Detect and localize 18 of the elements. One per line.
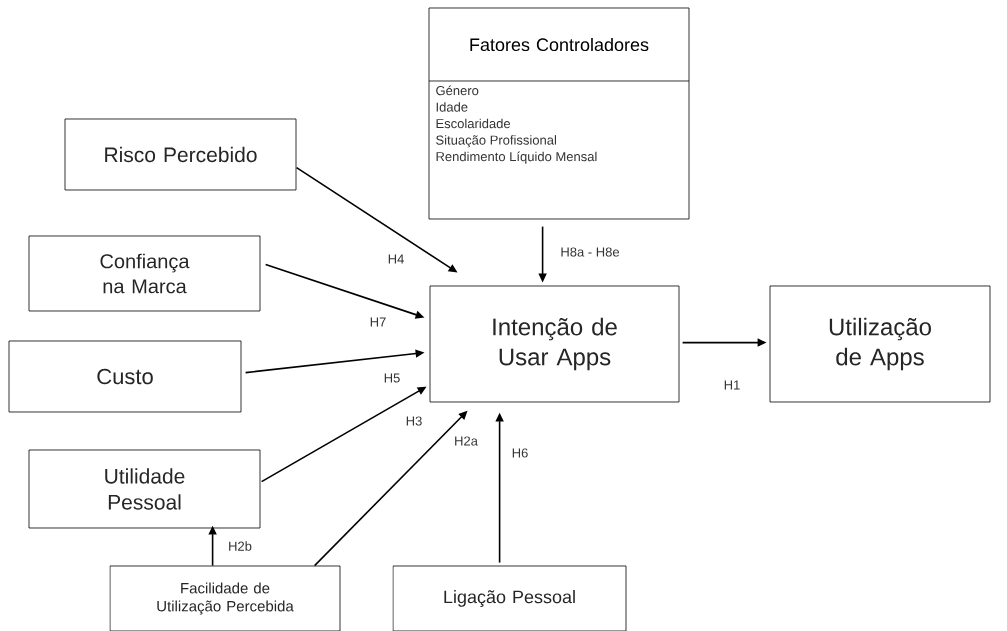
construct-box: Intenção de Usar Apps xyxy=(429,285,680,403)
edge-label: H7 xyxy=(368,316,388,328)
edge-label: H8a - H8e xyxy=(559,246,621,258)
edge-label: H2a xyxy=(453,435,479,447)
factor-box: Fatores Controladores Género Idade Escolaridade Situação Profissional Rendimento Líquido Mensal xyxy=(428,7,690,220)
edge-label: H5 xyxy=(382,372,402,384)
edge-label: H3 xyxy=(404,415,424,427)
construct-box: Custo xyxy=(8,340,242,413)
construct-box: Utilidade Pessoal xyxy=(28,449,261,529)
construct-box: Facilidade de Utilização Percebida xyxy=(109,565,341,631)
construct-box: Confiança na Marca xyxy=(28,235,261,312)
construct-box: Risco Percebido xyxy=(64,118,297,191)
edge-label: H1 xyxy=(722,379,742,391)
edge-label: H4 xyxy=(386,253,406,265)
construct-box: Utilização de Apps xyxy=(769,285,991,403)
edge-label: H2b xyxy=(227,540,253,552)
edge-label: H6 xyxy=(510,447,530,459)
construct-box: Ligação Pessoal xyxy=(392,565,627,631)
